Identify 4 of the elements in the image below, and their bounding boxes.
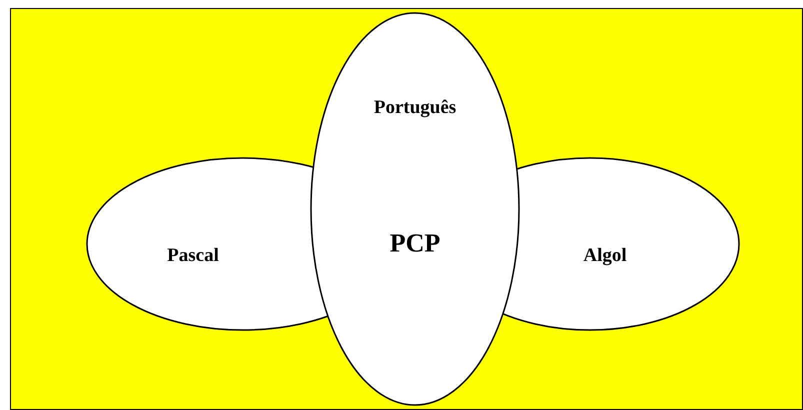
ellipse-label: PCP: [390, 228, 440, 260]
ellipse-label: Pascal: [167, 244, 219, 268]
ellipse-label: Português: [374, 96, 456, 120]
ellipse-label: Algol: [583, 244, 627, 268]
